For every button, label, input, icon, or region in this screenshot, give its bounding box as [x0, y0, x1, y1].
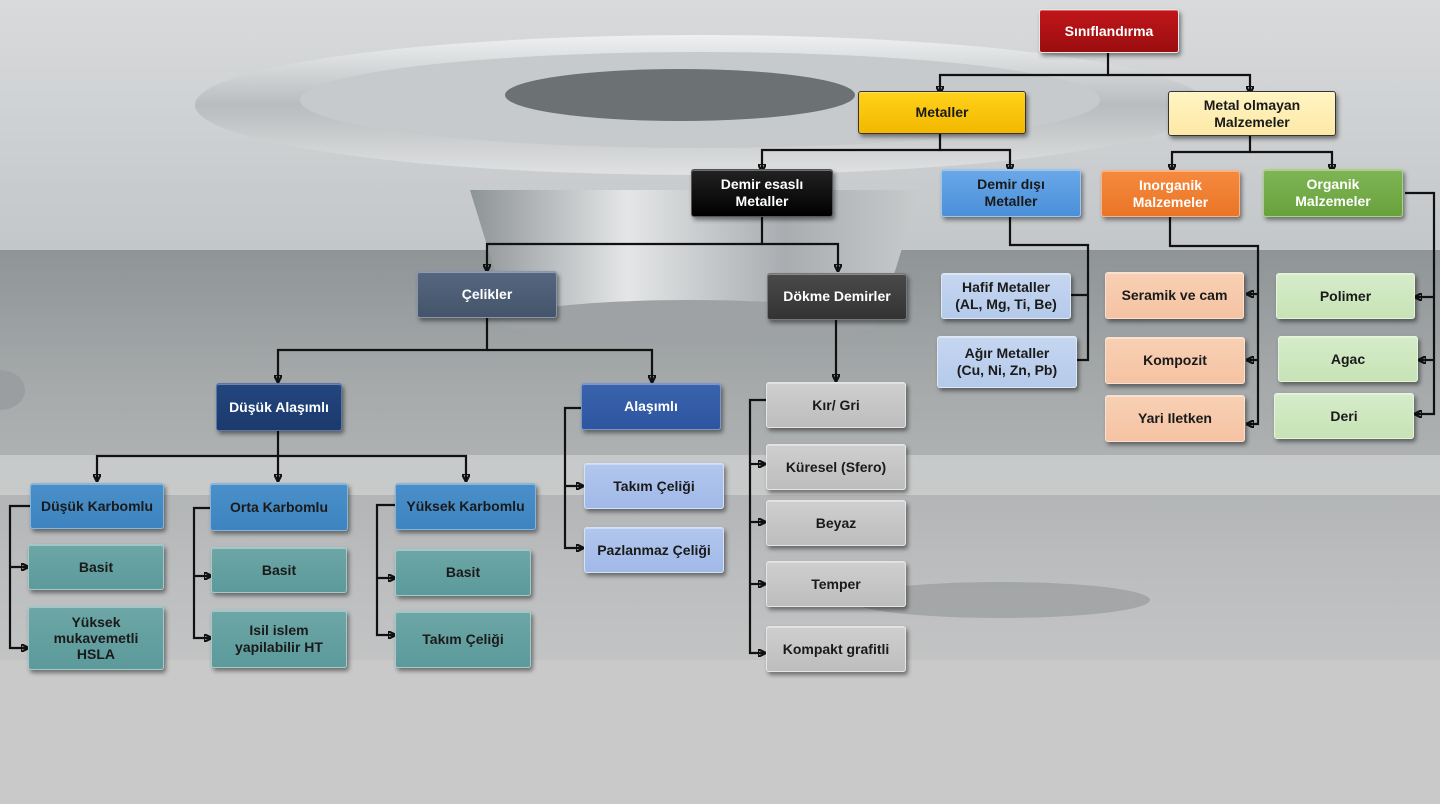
node-kompakt-grafitli: Kompakt grafitli: [766, 626, 906, 672]
node-basit-dusuk: Basit: [28, 544, 164, 590]
node-dusuk-karbomlu: Düşük Karbomlu: [30, 483, 164, 529]
node-kompozit: Kompozit: [1105, 337, 1245, 384]
node-basit-orta: Basit: [211, 547, 347, 593]
node-beyaz: Beyaz: [766, 500, 906, 546]
node-yuksek-karbomlu: Yüksek Karbomlu: [395, 483, 536, 530]
node-inorganik-malzemeler: Inorganik Malzemeler: [1101, 170, 1240, 217]
node-dusuk-alasimli: Düşük Alaşımlı: [216, 383, 342, 431]
node-orta-karbomlu: Orta Karbomlu: [210, 483, 348, 531]
node-hsla: Yüksek mukavemetli HSLA: [28, 606, 164, 670]
node-seramik-ve-cam: Seramik ve cam: [1105, 272, 1244, 319]
node-isil-islem-ht: Isil islem yapilabilir HT: [211, 610, 347, 668]
node-agac: Agac: [1278, 336, 1418, 382]
node-polimer: Polimer: [1276, 273, 1415, 319]
node-basit-yuksek: Basit: [395, 549, 531, 596]
node-organik-malzemeler: Organik Malzemeler: [1263, 169, 1403, 217]
node-demir-disi-metaller: Demir dışı Metaller: [941, 169, 1081, 217]
node-agir-metaller: Ağır Metaller (Cu, Ni, Zn, Pb): [937, 336, 1077, 388]
node-hafif-metaller: Hafif Metaller (AL, Mg, Ti, Be): [941, 273, 1071, 319]
node-yari-iletken: Yari Iletken: [1105, 395, 1245, 442]
node-kir-gri: Kır/ Gri: [766, 382, 906, 428]
node-celikler: Çelikler: [417, 271, 557, 318]
node-temper: Temper: [766, 561, 906, 607]
node-metaller: Metaller: [858, 91, 1026, 134]
node-demir-esasli-metaller: Demir esaslı Metaller: [691, 169, 833, 217]
node-dokme-demirler: Dökme Demirler: [767, 273, 907, 320]
node-pazlanmaz-celigi: Pazlanmaz Çeliği: [584, 527, 724, 573]
node-metal-olmayan-malzemeler: Metal olmayan Malzemeler: [1168, 91, 1336, 136]
node-deri: Deri: [1274, 393, 1414, 439]
node-siniflandirma: Sınıflandırma: [1039, 9, 1179, 53]
node-kuresel-sfero: Küresel (Sfero): [766, 444, 906, 490]
node-takim-celigi-alasimli: Takım Çeliği: [584, 463, 724, 509]
node-alasimli: Alaşımlı: [581, 383, 721, 430]
node-takim-celigi-yuksek: Takım Çeliği: [395, 611, 531, 668]
